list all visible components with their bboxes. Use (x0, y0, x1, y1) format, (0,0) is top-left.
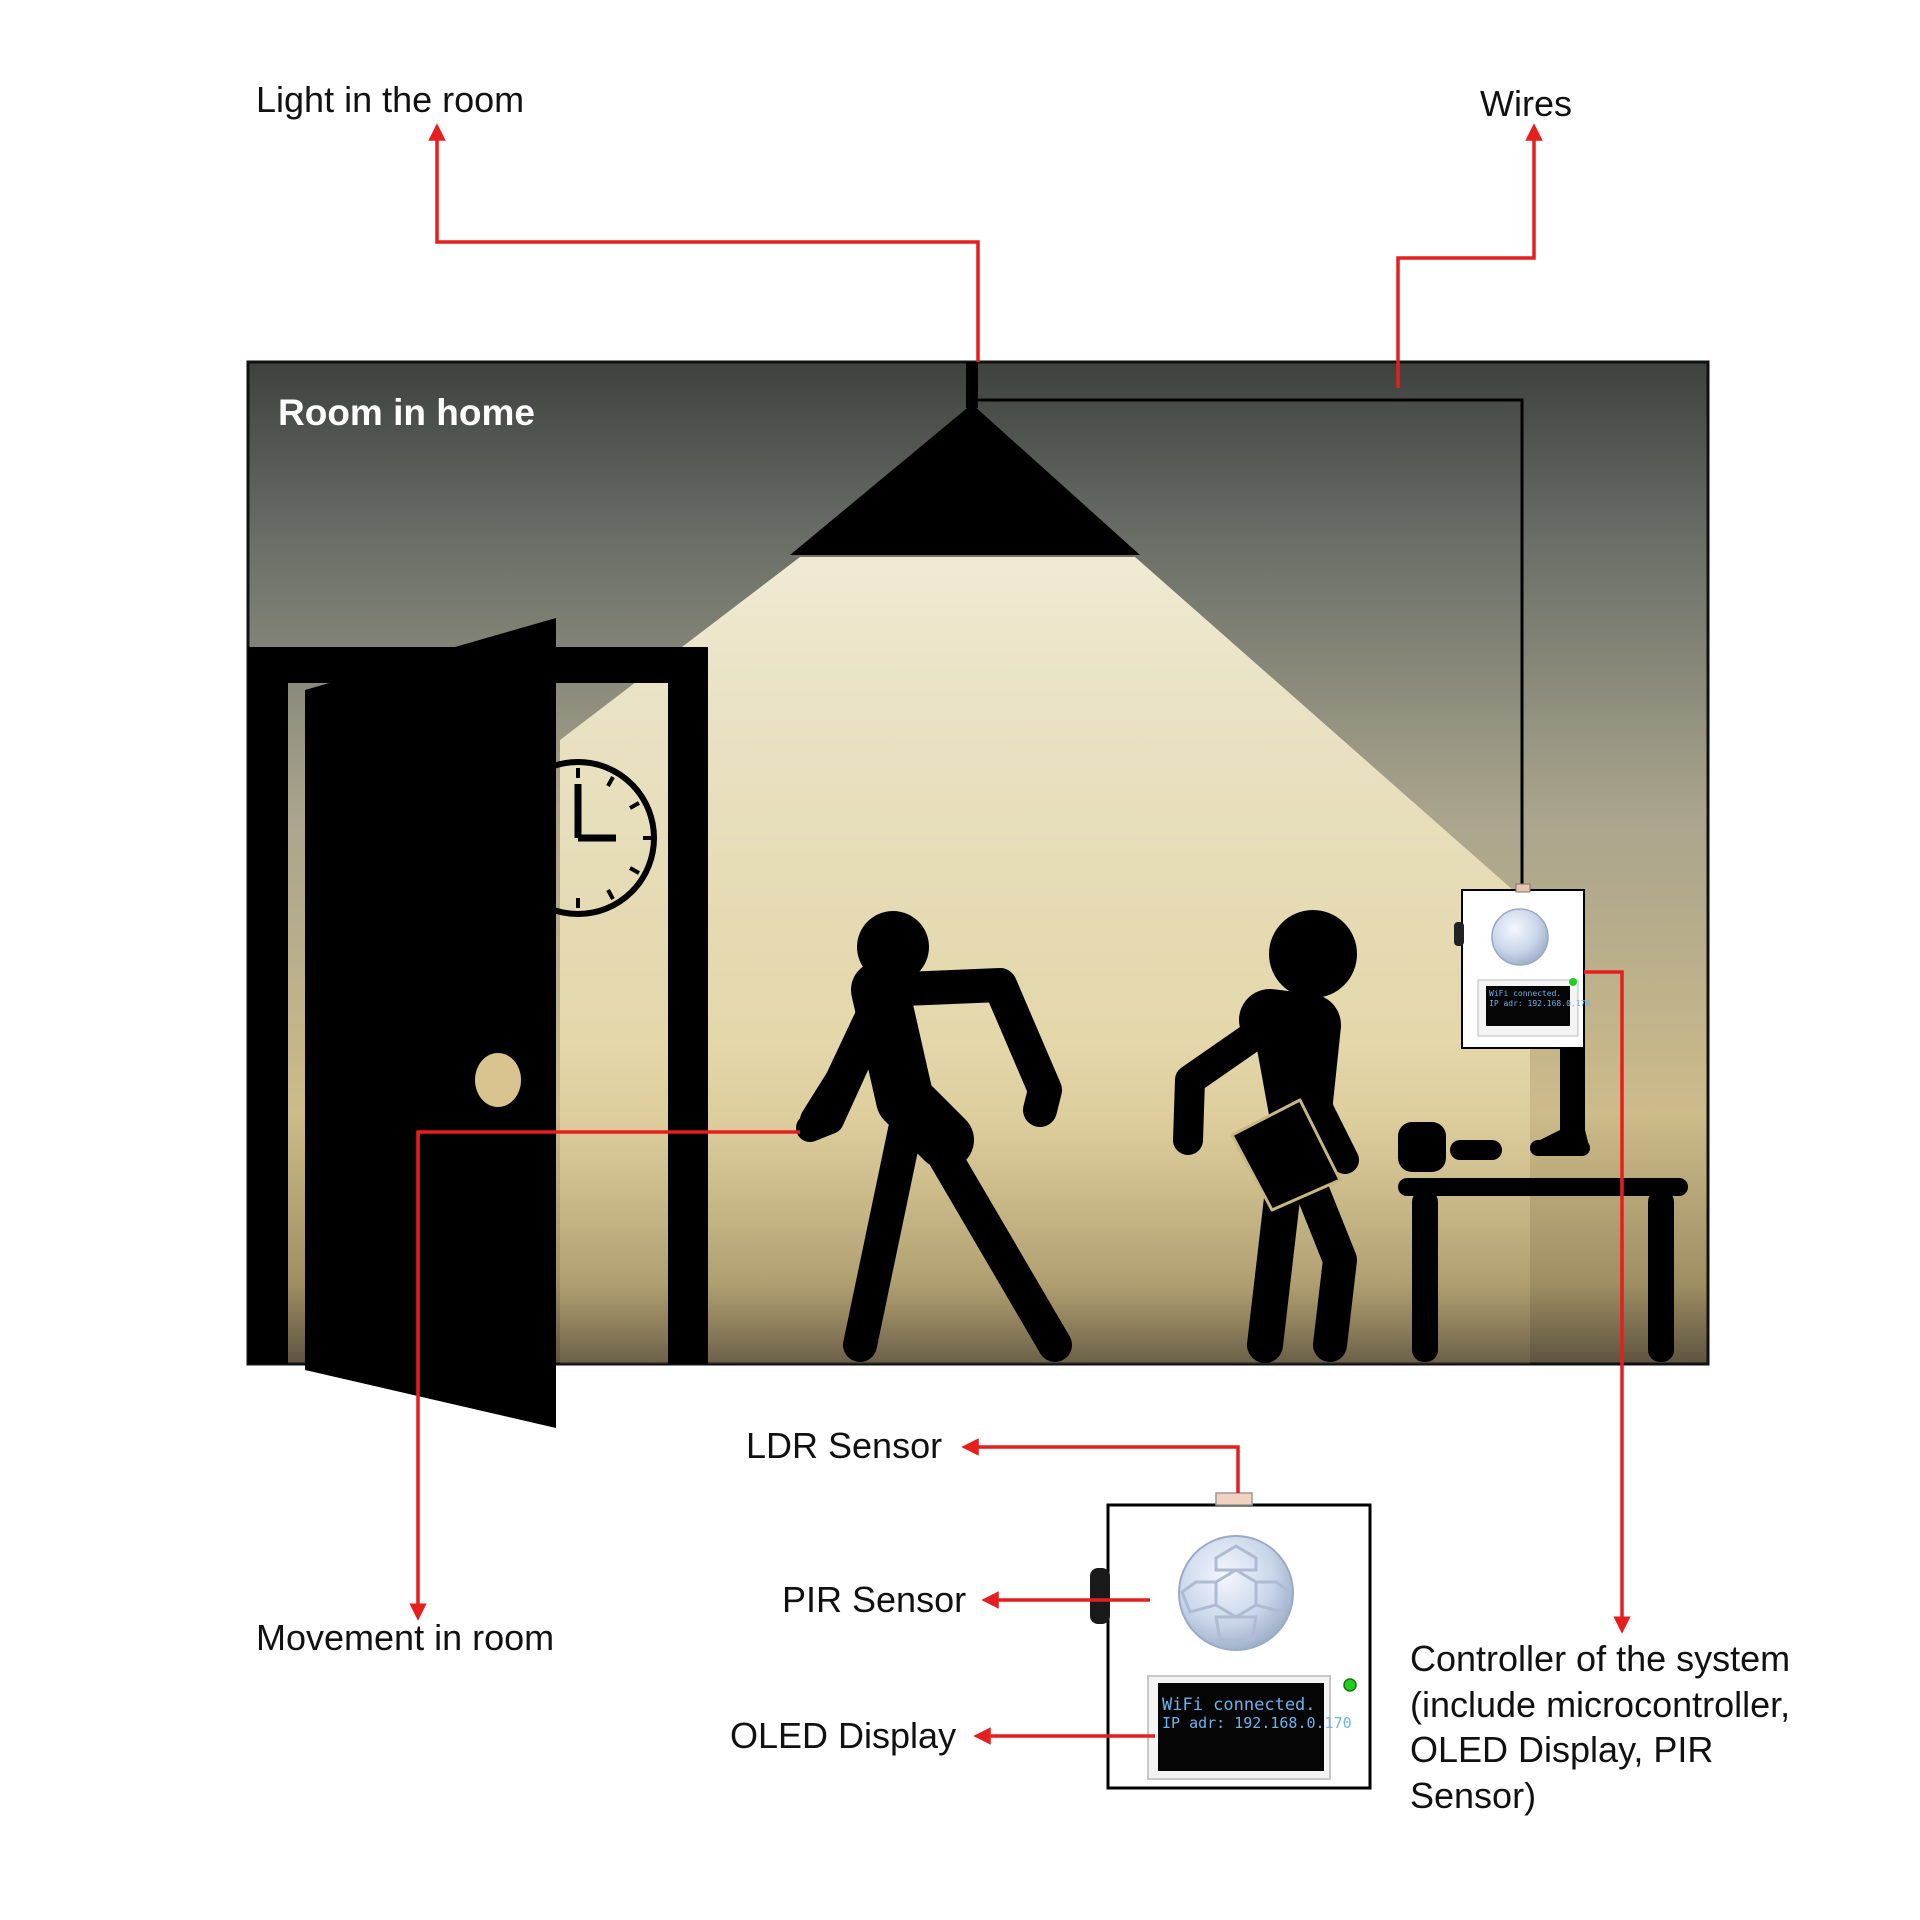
room-controller-icon: WiFi connected. IP adr: 192.168.0.170 (1454, 883, 1590, 1049)
wire-line (978, 398, 1524, 895)
ldr-sensor-icon (1215, 1492, 1253, 1506)
open-door-icon (305, 618, 556, 1428)
arrow-light (428, 123, 980, 362)
label-light-in-room: Light in the room (256, 79, 525, 120)
label-oled-display: OLED Display (730, 1715, 957, 1756)
controller-detail: WiFi connected. IP adr: 192.168.0.170 (1090, 1492, 1372, 1790)
oled-display-icon: WiFi connected. IP adr: 192.168.0.170 (1147, 1675, 1352, 1780)
svg-text:WiFi connected.: WiFi connected. (1162, 1695, 1316, 1715)
label-controller-line-3: OLED Display, PIR (1410, 1729, 1714, 1771)
label-movement-in-room: Movement in room (256, 1617, 555, 1658)
svg-text:IP adr: 192.168.0.170: IP adr: 192.168.0.170 (1489, 999, 1590, 1008)
callout-arrows (409, 123, 1631, 1745)
label-ldr-sensor: LDR Sensor (746, 1425, 943, 1466)
room-title: Room in home (278, 392, 535, 433)
arrow-ldr (961, 1438, 1240, 1493)
label-pir-sensor: PIR Sensor (782, 1579, 967, 1620)
label-wires: Wires (1480, 83, 1572, 124)
side-connector-icon (1090, 1568, 1110, 1624)
status-led-icon (1343, 1678, 1357, 1692)
svg-text:IP adr: 192.168.0.170: IP adr: 192.168.0.170 (1162, 1714, 1352, 1732)
label-controller-line-4: Sensor) (1410, 1775, 1537, 1817)
arrow-movement (409, 1130, 800, 1621)
label-controller-line-1: Controller of the system (1410, 1638, 1791, 1679)
label-controller-line-2: (include microcontroller, (1410, 1683, 1791, 1725)
ceiling-lamp-icon (790, 362, 1140, 555)
arrow-controller (1584, 970, 1631, 1634)
arrow-wires (1396, 123, 1543, 388)
svg-text:WiFi connected.: WiFi connected. (1489, 989, 1561, 998)
room-scene: WiFi connected. IP adr: 192.168.0.170 (246, 360, 1710, 1428)
person-with-folder-icon (1173, 910, 1359, 1363)
label-controller: Controller of the system (include microc… (1410, 1636, 1830, 1819)
walking-person-icon (796, 911, 1072, 1362)
pir-sensor-icon (1178, 1535, 1294, 1651)
